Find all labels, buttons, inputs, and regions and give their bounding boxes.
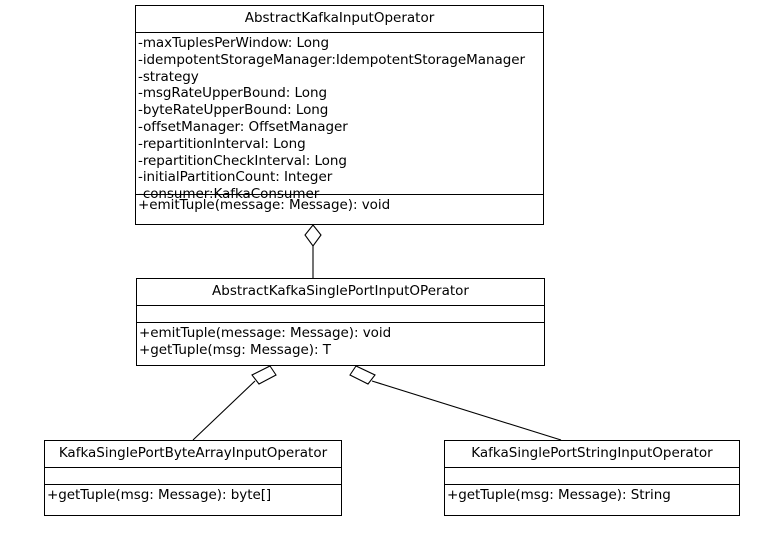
operations-compartment-abstract-kafka-single-port-input-operator: +emitTuple(message: Message): void +getT…: [137, 323, 544, 366]
class-operation: +emitTuple(message: Message): void: [139, 325, 392, 341]
class-attribute: -repartitionInterval: Long: [138, 135, 306, 152]
class-name-kafka-single-port-string-input-operator: KafkaSinglePortStringInputOperator: [445, 441, 739, 468]
uml-class-kafka-single-port-string-input-operator[interactable]: KafkaSinglePortStringInputOperator +getT…: [444, 440, 740, 516]
class-attribute: -maxTuplesPerWindow: Long: [138, 35, 329, 51]
class-operation: +emitTuple(message: Message): void: [138, 197, 391, 213]
class-name-kafka-single-port-byte-array-input-operator: KafkaSinglePortByteArrayInputOperator: [45, 441, 341, 468]
class-operation: +getTuple(msg: Message): byte[]: [47, 487, 272, 503]
operations-compartment-kafka-single-port-byte-array-input-operator: +getTuple(msg: Message): byte[]: [45, 485, 341, 517]
class-operation: +getTuple(msg: Message): String: [447, 487, 671, 503]
attributes-compartment-abstract-kafka-single-port-input-operator: [137, 306, 544, 323]
class-attribute: -offsetManager: OffsetManager: [138, 118, 348, 135]
attributes-compartment-kafka-single-port-byte-array-input-operator: [45, 468, 341, 485]
attributes-compartment-kafka-single-port-string-input-operator: [445, 468, 739, 485]
class-attribute: -repartitionCheckInterval: Long: [138, 152, 347, 169]
uml-class-kafka-single-port-byte-array-input-operator[interactable]: KafkaSinglePortByteArrayInputOperator +g…: [44, 440, 342, 516]
operations-compartment-abstract-kafka-input-operator: +emitTuple(message: Message): void: [136, 195, 543, 225]
connector-bytearray-to-single-port: [192, 365, 277, 441]
class-name-abstract-kafka-input-operator: AbstractKafkaInputOperator: [136, 6, 543, 33]
class-operation: +getTuple(msg: Message): T: [139, 341, 331, 358]
uml-class-abstract-kafka-single-port-input-operator[interactable]: AbstractKafkaSinglePortInputOPerator +em…: [136, 278, 545, 366]
uml-class-abstract-kafka-input-operator[interactable]: AbstractKafkaInputOperator -maxTuplesPer…: [135, 5, 544, 225]
connector-string-to-single-port: [349, 365, 562, 441]
class-attribute: -consumer:KafkaConsumer: [138, 186, 320, 203]
aggregation-diamond-icon: [349, 365, 376, 385]
aggregation-diamond-icon: [304, 224, 322, 247]
class-attribute: -strategy: [138, 68, 199, 85]
class-attribute: -initialPartitionCount: Integer: [138, 169, 333, 186]
aggregation-diamond-icon: [251, 365, 277, 385]
attributes-compartment-abstract-kafka-input-operator: -maxTuplesPerWindow: Long -idempotentSto…: [136, 33, 543, 202]
operations-compartment-kafka-single-port-string-input-operator: +getTuple(msg: Message): String: [445, 485, 739, 517]
class-attribute: -byteRateUpperBound: Long: [138, 102, 329, 119]
class-name-abstract-kafka-single-port-input-operator: AbstractKafkaSinglePortInputOPerator: [137, 279, 544, 306]
class-attribute: -msgRateUpperBound: Long: [138, 85, 327, 102]
connector-single-port-to-input-operator: [304, 224, 322, 278]
class-attribute: -idempotentStorageManager:IdempotentStor…: [138, 51, 526, 68]
